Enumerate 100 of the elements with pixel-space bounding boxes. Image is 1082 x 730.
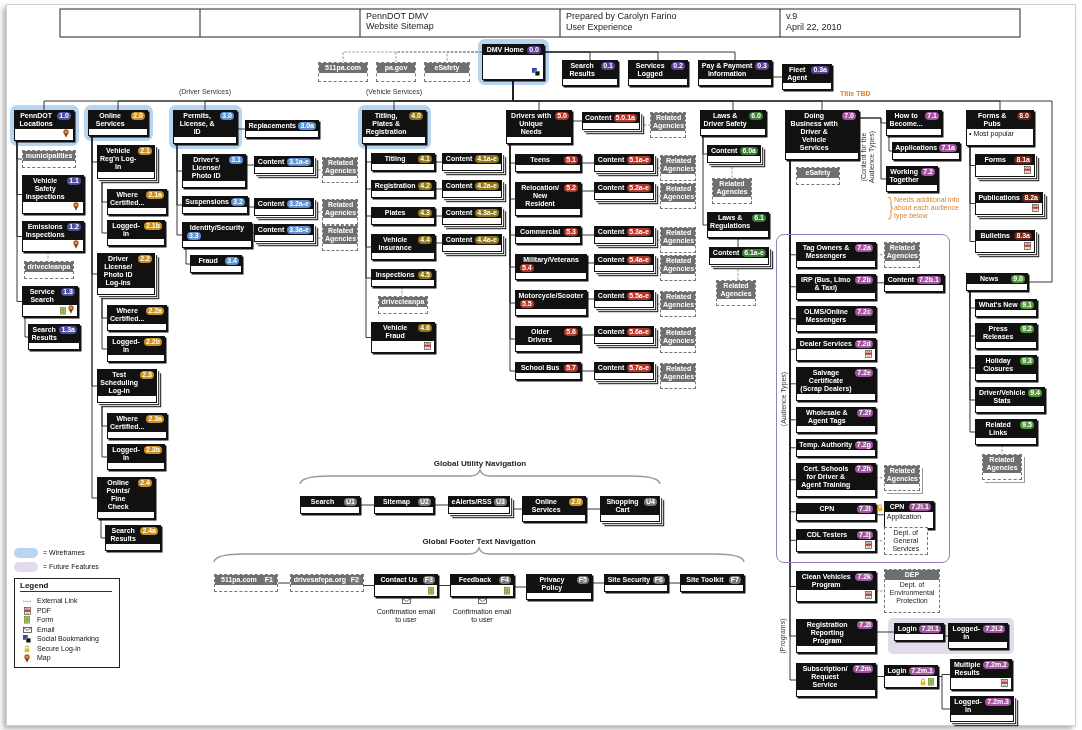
connector-line xyxy=(236,128,246,130)
stacked-page-box xyxy=(707,145,761,163)
connector-line xyxy=(969,145,976,242)
external-link-box xyxy=(796,167,840,185)
page-box xyxy=(966,273,1028,291)
connector-line xyxy=(24,316,29,338)
connector-line xyxy=(771,76,783,78)
page-box xyxy=(362,110,426,144)
stacked-page-box xyxy=(254,156,314,174)
external-link-box xyxy=(716,280,756,306)
page-box xyxy=(795,273,876,300)
page-box xyxy=(795,406,876,433)
page-box xyxy=(182,222,252,248)
page-box xyxy=(22,221,84,252)
dashed-connector-line xyxy=(47,251,49,262)
page-box xyxy=(975,355,1037,381)
page-box xyxy=(88,110,148,136)
page-box xyxy=(948,623,1008,649)
page-box xyxy=(522,496,586,522)
connector-line xyxy=(91,135,98,499)
page-box xyxy=(371,234,435,260)
page-box xyxy=(796,571,876,602)
date-text: April 22, 2010 xyxy=(786,22,842,33)
page-box xyxy=(371,153,435,171)
dashed-connector-line xyxy=(875,590,885,592)
page-box xyxy=(482,44,544,80)
page-box xyxy=(515,154,581,172)
stacked-page-box xyxy=(950,696,1014,722)
dashed-connector-line xyxy=(446,51,483,63)
stacked-page-box xyxy=(594,290,654,308)
connector-line xyxy=(437,585,451,586)
stacked-page-box xyxy=(975,192,1043,215)
section-heading: Global Utility Navigation xyxy=(433,459,527,469)
external-link-box xyxy=(884,569,940,613)
external-link-box xyxy=(712,178,752,204)
connector-line xyxy=(737,237,739,248)
page-box xyxy=(515,226,581,244)
stacked-page-box xyxy=(97,369,157,403)
stacked-page-box xyxy=(442,153,502,171)
connector-line xyxy=(875,282,885,284)
connector-line xyxy=(277,582,291,584)
connector-line xyxy=(580,234,595,236)
page-box xyxy=(515,326,581,352)
page-box xyxy=(515,182,581,216)
page-box xyxy=(707,212,769,238)
page-box xyxy=(795,305,876,332)
page-box xyxy=(300,496,360,514)
page-box xyxy=(604,574,668,592)
title-text: PennDOT DMV Website Sitemap xyxy=(366,11,435,32)
page-box xyxy=(700,110,766,136)
stacked-external-link-box xyxy=(982,454,1022,480)
connector-line xyxy=(433,504,449,506)
external-link-box xyxy=(660,183,696,209)
page-box xyxy=(506,110,572,144)
external-link-box xyxy=(318,62,368,82)
connector-line xyxy=(580,334,595,336)
stacked-page-box xyxy=(254,198,314,216)
page-box xyxy=(628,60,688,86)
external-link-box xyxy=(650,112,686,138)
page-box xyxy=(795,462,876,497)
external-link-box xyxy=(660,327,696,353)
page-box xyxy=(371,269,435,287)
connector-line xyxy=(176,143,183,236)
stacked-page-box xyxy=(442,180,502,198)
connector-line xyxy=(888,135,893,152)
connector-line xyxy=(667,582,681,584)
author-text: Prepared by Carolyn Farino xyxy=(566,11,677,22)
connector-line xyxy=(580,190,595,192)
page-box xyxy=(975,419,1037,445)
page-box xyxy=(526,574,592,600)
page-box xyxy=(562,60,618,86)
stacked-page-box xyxy=(594,226,654,244)
stacked-page-box xyxy=(594,254,654,272)
page-box xyxy=(884,665,938,688)
external-link-box xyxy=(376,62,416,82)
page-box xyxy=(190,255,242,273)
connector-line xyxy=(875,631,895,633)
page-box xyxy=(515,290,587,316)
connector-line xyxy=(245,164,255,166)
stacked-page-box xyxy=(600,496,660,522)
dashed-connector-line xyxy=(1001,444,1003,455)
connector-line xyxy=(580,162,595,164)
connector-line xyxy=(585,508,601,510)
page-box xyxy=(515,362,581,380)
external-link-box xyxy=(24,261,74,279)
page-box xyxy=(182,196,248,214)
connector-line xyxy=(937,676,951,710)
external-link-box xyxy=(660,155,696,181)
external-link-box xyxy=(22,150,76,168)
dashed-connector-line xyxy=(401,286,403,297)
stacked-page-box xyxy=(254,224,314,242)
external-link-box xyxy=(322,157,358,183)
connector-line xyxy=(591,582,605,584)
stacked-page-box xyxy=(594,362,654,380)
connector-line xyxy=(875,514,885,516)
page-box xyxy=(795,241,876,268)
connector-line xyxy=(586,298,595,300)
connector-line xyxy=(185,247,191,265)
page-box xyxy=(107,413,167,439)
connector-line xyxy=(586,262,595,264)
